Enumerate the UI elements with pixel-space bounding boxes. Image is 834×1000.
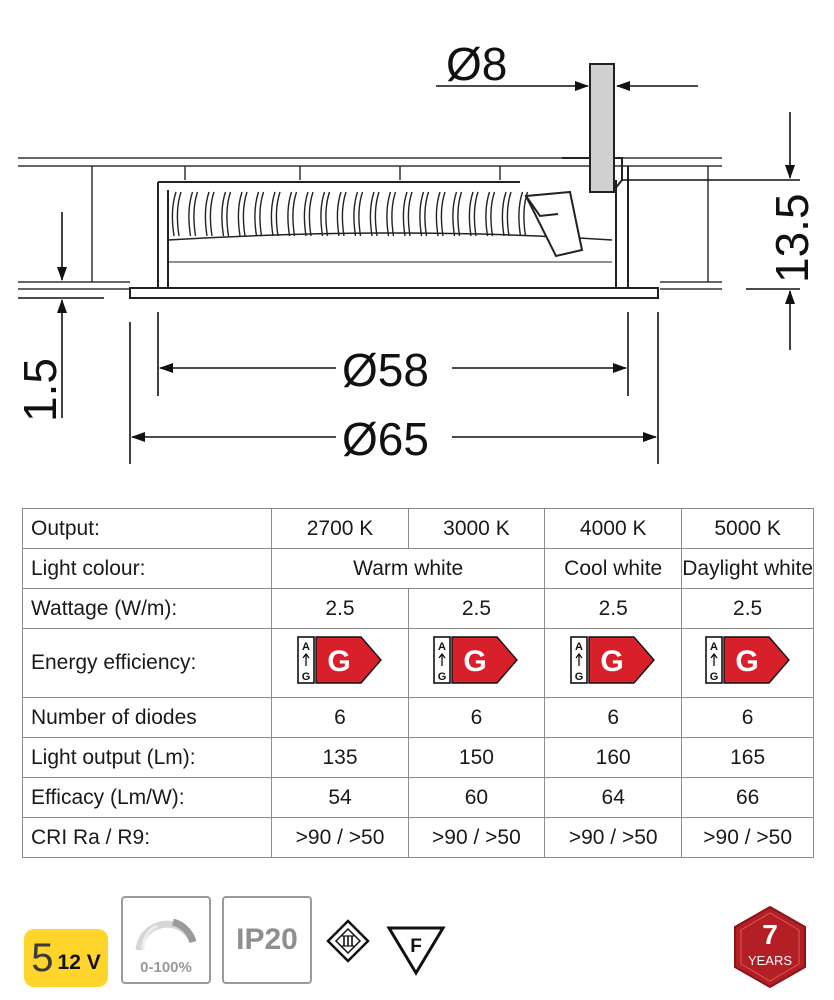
table-cell: 2.5 — [681, 588, 814, 629]
table-cell: 135 — [271, 737, 409, 778]
energy-label-icon: A G G — [704, 635, 791, 691]
table-cell: >90 / >50 — [681, 817, 814, 858]
cell-output-2700: 2700 K — [271, 508, 409, 549]
energy-label-icon: A G G — [297, 635, 383, 691]
table-cell: 2.5 — [544, 588, 683, 629]
table-cell: 6 — [271, 697, 409, 738]
svg-text:G: G — [464, 645, 487, 678]
clip-spring — [524, 190, 584, 258]
table-cell: 165 — [681, 737, 814, 778]
dim-outer-label: Ø65 — [342, 413, 429, 465]
table-cell: 2.5 — [271, 588, 409, 629]
dim-flange — [18, 212, 104, 418]
table-cell: >90 / >50 — [407, 817, 546, 858]
table-row-light-output: Light output (Lm): 135 150 160 165 — [21, 737, 814, 778]
svg-text:G: G — [601, 645, 624, 678]
svg-text:A: A — [575, 641, 583, 653]
warranty-hexagon-icon — [734, 905, 806, 989]
table-row-diodes: Number of diodes 6 6 6 6 — [21, 697, 814, 738]
energy-cell: A G G — [407, 628, 546, 698]
table-cell: 54 — [271, 777, 409, 818]
energy-label-icon: A G G — [570, 635, 656, 691]
table-cell: 160 — [544, 737, 683, 778]
svg-text:G: G — [302, 671, 311, 683]
table-cell: 2.5 — [407, 588, 546, 629]
energy-label-icon: A G G — [433, 635, 519, 691]
cell-colour-daylight: Daylight white — [681, 548, 814, 589]
table-cell: >90 / >50 — [271, 817, 409, 858]
dim-height-label: 13.5 — [766, 193, 818, 283]
warranty-years-label: YEARS — [747, 953, 793, 968]
warranty-years-number: 7 — [762, 919, 778, 950]
table-cell: 6 — [681, 697, 814, 738]
dim-bore-label: Ø8 — [446, 38, 507, 90]
voltage-label: 12 V — [57, 951, 101, 974]
table-row-efficacy: Efficacy (Lm/W): 54 60 64 66 — [21, 777, 814, 818]
dim-inner-label: Ø58 — [342, 344, 429, 396]
svg-text:G: G — [735, 645, 758, 678]
table-row-wattage: Wattage (W/m): 2.5 2.5 2.5 2.5 — [21, 588, 814, 629]
svg-text:A: A — [710, 641, 718, 653]
svg-text:G: G — [709, 671, 718, 683]
cell-colour-cool: Cool white — [544, 548, 683, 589]
table-cell: 150 — [407, 737, 546, 778]
row-label: CRI Ra / R9: — [21, 817, 273, 858]
ip-rating-text: IP20 — [236, 923, 298, 956]
technical-drawing: Ø8 13.5 1.5 Ø58 Ø65 — [14, 38, 818, 465]
voltage-badge: 5 12 V — [24, 929, 108, 987]
dimmable-range: 0-100% — [140, 959, 192, 976]
table-row-light-colour: Light colour: Warm white Cool white Dayl… — [21, 548, 814, 589]
protection-class-iii-icon — [326, 919, 370, 963]
dim-inner — [157, 312, 629, 396]
dim-height — [622, 112, 800, 350]
dim-outer — [129, 312, 659, 464]
energy-cell: A G G — [271, 628, 409, 698]
row-label: Efficacy (Lm/W): — [21, 777, 273, 818]
cooling-fins — [171, 191, 529, 237]
svg-text:A: A — [302, 641, 310, 653]
table-cell: 6 — [544, 697, 683, 738]
cell-output-5000: 5000 K — [681, 508, 814, 549]
cell-output-3000: 3000 K — [407, 508, 546, 549]
dimmer-arc-icon — [135, 918, 197, 951]
svg-text:A: A — [438, 641, 446, 653]
ip-rating-badge: IP20 — [222, 896, 312, 984]
table-cell: 64 — [544, 777, 683, 818]
row-label: Wattage (W/m): — [21, 588, 273, 629]
energy-cell: A G G — [544, 628, 683, 698]
cable — [562, 63, 623, 193]
spec-table: Output: 2700 K 3000 K 4000 K 5000 K Ligh… — [21, 508, 814, 858]
f-mark-icon: F — [386, 926, 446, 976]
cell-colour-warm: Warm white — [271, 548, 546, 589]
table-cell: 60 — [407, 777, 546, 818]
voltage-number: 5 — [31, 935, 54, 980]
row-label: Output: — [21, 508, 273, 549]
table-row-output: Output: 2700 K 3000 K 4000 K 5000 K — [21, 508, 814, 549]
table-cell: 66 — [681, 777, 814, 818]
light-housing — [129, 166, 659, 299]
table-row-energy: Energy efficiency: A G G A G G A G G A G G — [21, 628, 814, 698]
energy-cell: A G G — [681, 628, 814, 698]
row-label: Light output (Lm): — [21, 737, 273, 778]
row-label: Number of diodes — [21, 697, 273, 738]
svg-text:G: G — [575, 671, 584, 683]
row-label: Energy efficiency: — [21, 628, 273, 698]
cell-output-4000: 4000 K — [544, 508, 683, 549]
dimmable-badge: 0-100% — [121, 896, 211, 984]
table-cell: 6 — [407, 697, 546, 738]
row-label: Light colour: — [21, 548, 273, 589]
svg-text:G: G — [327, 645, 350, 678]
dim-flange-label: 1.5 — [14, 358, 66, 422]
svg-text:G: G — [438, 671, 447, 683]
warranty-badge: 7 YEARS — [732, 905, 808, 989]
table-row-cri: CRI Ra / R9: >90 / >50 >90 / >50 >90 / >… — [21, 817, 814, 858]
table-cell: >90 / >50 — [544, 817, 683, 858]
f-mark-letter: F — [410, 936, 422, 957]
